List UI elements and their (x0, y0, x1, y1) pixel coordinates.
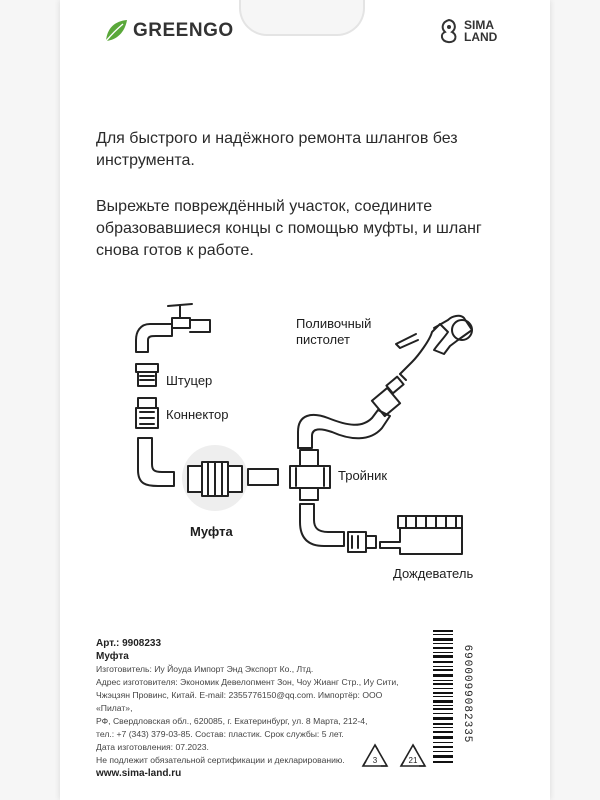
greengo-logo: GREENGO (103, 18, 234, 44)
info-line: РФ, Свердловская обл., 620085, г. Екатер… (96, 716, 368, 726)
leaf-icon (105, 20, 127, 42)
sprinkler-connector-icon (347, 531, 377, 553)
hose-segment (247, 468, 279, 486)
tee-icon (289, 449, 331, 501)
hose-upper (297, 409, 391, 449)
barcode-icon (433, 630, 453, 763)
gun-connector-icon (370, 375, 405, 418)
hose-left (137, 437, 175, 487)
land-word: LAND (464, 30, 498, 44)
coupling-icon (182, 445, 248, 511)
info-line: Дата изготовления: 07.2023. (96, 742, 209, 752)
barcode-number: 6900099082335 (461, 644, 473, 744)
hang-hole (239, 0, 365, 36)
label-gun-line2: пистолет (296, 332, 350, 347)
sima-land-logo: SIMA LAND (438, 18, 497, 44)
recycle-code: 21 (409, 756, 418, 765)
product-name: Муфта (96, 651, 129, 662)
info-line: Не подлежит обязательной сертификации и … (96, 755, 345, 765)
greengo-wordmark: GREENGO (133, 20, 234, 41)
label-coupling: Муфта (190, 524, 233, 539)
sima-word: SIMA (464, 18, 494, 32)
instructions-text: Вырежьте повреждённый участок, соедините… (96, 198, 482, 259)
info-line: Адрес изготовителя: Экономик Девелопмент… (96, 677, 399, 687)
recycle-code: 3 (373, 756, 378, 765)
connector-icon (135, 397, 159, 429)
intro-text: Для быстрого и надёжного ремонта шлангов… (96, 130, 458, 169)
hose-lower (299, 503, 345, 547)
fitting-icon (135, 363, 159, 387)
recycle-icon: 21 (399, 743, 427, 767)
packaging-card (60, 0, 550, 800)
info-line: тел.: +7 (343) 379-03-85. Состав: пласти… (96, 729, 344, 739)
product-info: Арт.: 9908233 Муфта Изготовитель: Иу Йоу… (96, 637, 416, 780)
label-gun-line1: Поливочный (296, 316, 372, 331)
spray-gun-icon (395, 314, 473, 381)
sima-land-mark-icon (440, 18, 457, 44)
website: www.sima-land.ru (96, 768, 182, 779)
faucet-icon (135, 303, 211, 353)
sprinkler-icon (379, 515, 463, 555)
recycle-icon: 3 (361, 743, 389, 767)
label-tee: Тройник (338, 468, 388, 483)
label-connector: Коннектор (166, 407, 229, 422)
label-sprinkler: Дождеватель (393, 566, 474, 581)
info-line: Изготовитель: Иу Йоуда Импорт Энд Экспор… (96, 664, 314, 674)
info-line: Чжэцзян Провинс, Китай. E-mail: 23557761… (96, 690, 383, 713)
article-number: Арт.: 9908233 (96, 638, 162, 649)
usage-diagram (135, 303, 473, 555)
label-fitting: Штуцер (166, 373, 213, 388)
